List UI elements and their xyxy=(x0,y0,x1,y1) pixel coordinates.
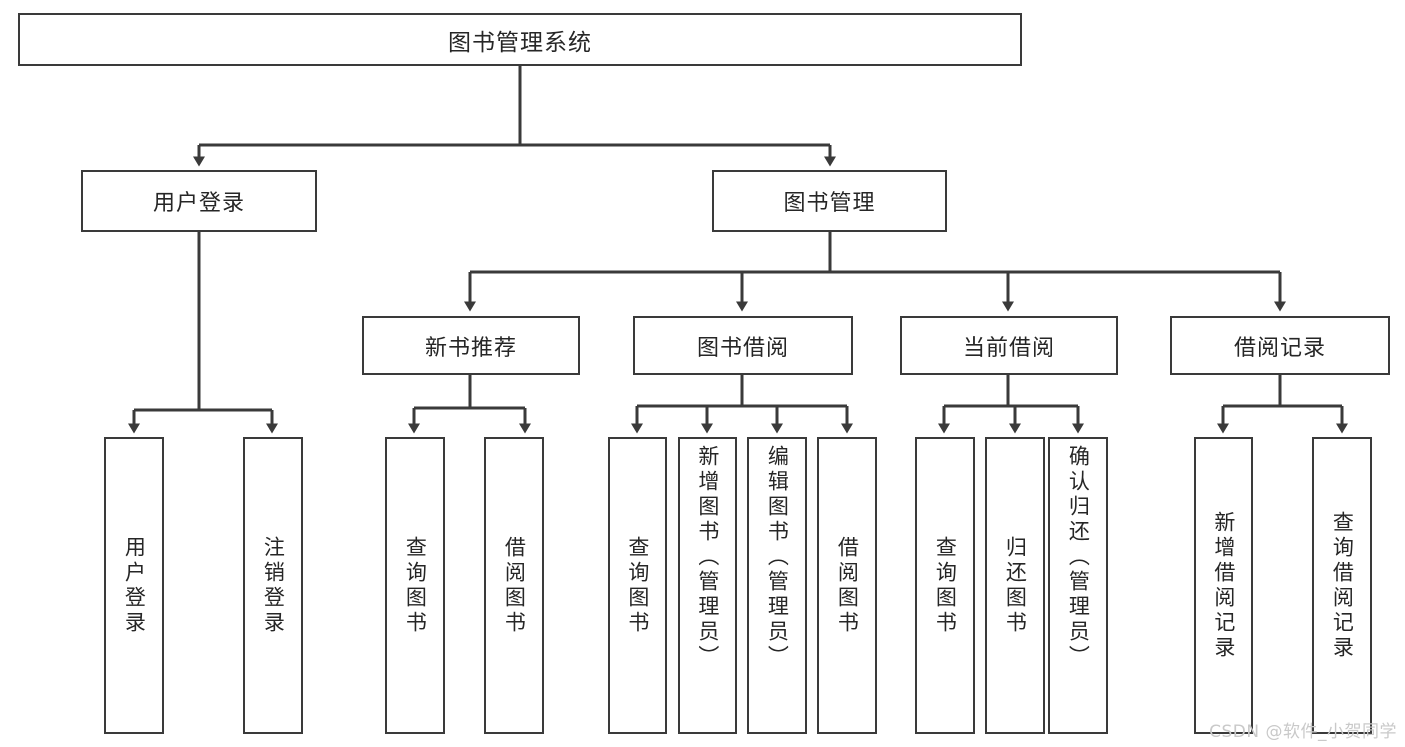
node-label: 图书管理系统 xyxy=(448,29,592,56)
leaf-current-return-book[interactable]: 归还图书 xyxy=(985,437,1045,734)
node-label: 查询图书 xyxy=(625,535,650,636)
leaf-current-confirm-return-admin[interactable]: 确认归还（管理员） xyxy=(1048,437,1108,734)
node-book-borrow[interactable]: 图书借阅 xyxy=(633,316,853,375)
node-label: 借阅图书 xyxy=(502,535,527,636)
leaf-borrow-edit-book-admin[interactable]: 编辑图书（管理员） xyxy=(747,437,807,734)
watermark-text: CSDN @软件_小贺同学 xyxy=(1209,722,1397,742)
node-label: 用户登录 xyxy=(122,535,147,636)
node-label: 查询图书 xyxy=(403,535,428,636)
node-label: 用户登录 xyxy=(152,191,245,216)
leaf-recommend-query-book[interactable]: 查询图书 xyxy=(385,437,445,734)
leaf-borrow-add-book-admin[interactable]: 新增图书（管理员） xyxy=(678,437,737,734)
node-label: 图书管理 xyxy=(783,191,876,216)
node-borrow-record[interactable]: 借阅记录 xyxy=(1170,316,1390,375)
node-label: 注销登录 xyxy=(261,535,286,636)
node-label: 确认归还（管理员） xyxy=(1066,445,1091,670)
node-label: 借阅记录 xyxy=(1233,335,1326,361)
leaf-user-login-logout[interactable]: 注销登录 xyxy=(243,437,303,734)
node-new-book-recommend[interactable]: 新书推荐 xyxy=(362,316,580,375)
node-label: 查询图书 xyxy=(933,535,958,636)
leaf-borrow-query-book[interactable]: 查询图书 xyxy=(608,437,667,734)
leaf-current-query-book[interactable]: 查询图书 xyxy=(915,437,975,734)
node-user-login[interactable]: 用户登录 xyxy=(81,170,317,232)
leaf-user-login-login[interactable]: 用户登录 xyxy=(104,437,164,734)
node-label: 当前借阅 xyxy=(962,335,1055,361)
node-label: 新增图书（管理员） xyxy=(695,445,720,670)
node-book-management[interactable]: 图书管理 xyxy=(712,170,947,232)
node-label: 归还图书 xyxy=(1003,535,1028,636)
node-label: 新增借阅记录 xyxy=(1211,510,1236,661)
leaf-borrow-borrow-book[interactable]: 借阅图书 xyxy=(817,437,877,734)
node-label: 图书借阅 xyxy=(696,335,789,361)
node-current-borrow[interactable]: 当前借阅 xyxy=(900,316,1118,375)
leaf-record-query-record[interactable]: 查询借阅记录 xyxy=(1312,437,1372,734)
node-label: 编辑图书（管理员） xyxy=(765,445,790,670)
node-label: 借阅图书 xyxy=(835,535,860,636)
node-root-system[interactable]: 图书管理系统 xyxy=(18,13,1022,66)
leaf-record-add-record[interactable]: 新增借阅记录 xyxy=(1194,437,1253,734)
node-label: 查询借阅记录 xyxy=(1330,510,1355,661)
leaf-recommend-borrow-book[interactable]: 借阅图书 xyxy=(484,437,544,734)
node-label: 新书推荐 xyxy=(424,335,517,361)
